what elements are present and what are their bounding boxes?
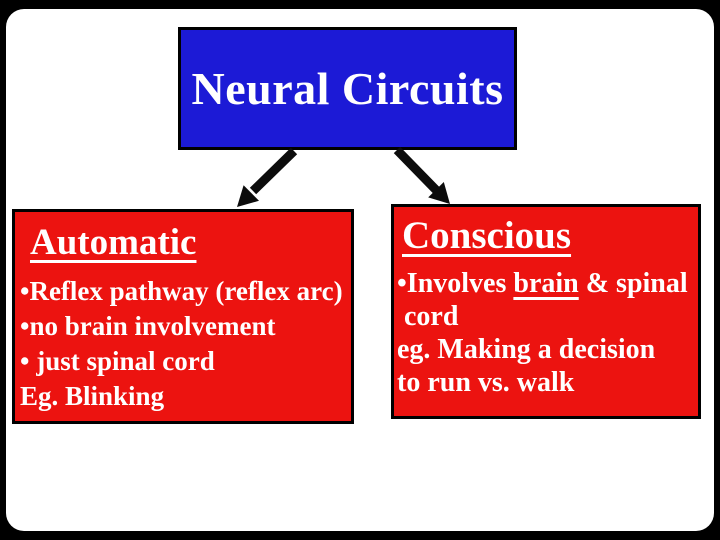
bullet-involves-brain: •Involves brain & spinal	[397, 267, 696, 300]
bullet-text-pre: •Involves	[397, 268, 514, 299]
title-box: Neural Circuits	[178, 27, 517, 150]
bullet-no-brain: •no brain involvement	[20, 311, 276, 341]
automatic-box: Automatic •Reflex pathway (reflex arc) •…	[12, 209, 354, 424]
bullet-reflex-pathway: •Reflex pathway (reflex arc)	[20, 276, 343, 306]
example-run-walk: to run vs. walk	[397, 367, 575, 398]
example-decision: eg. Making a decision	[397, 334, 656, 365]
conscious-box-title: Conscious	[402, 214, 572, 257]
bullet-cord: cord	[397, 301, 459, 332]
bullet-spinal-cord: • just spinal cord	[20, 346, 215, 376]
automatic-box-title: Automatic	[30, 222, 197, 263]
bullet-text-post: & spinal	[578, 268, 688, 299]
underlined-word-brain: brain	[513, 268, 579, 299]
conscious-box: Conscious •Involves brain & spinal cord …	[391, 204, 701, 419]
example-blinking: Eg. Blinking	[20, 381, 165, 411]
slide-title: Neural Circuits	[191, 63, 504, 114]
